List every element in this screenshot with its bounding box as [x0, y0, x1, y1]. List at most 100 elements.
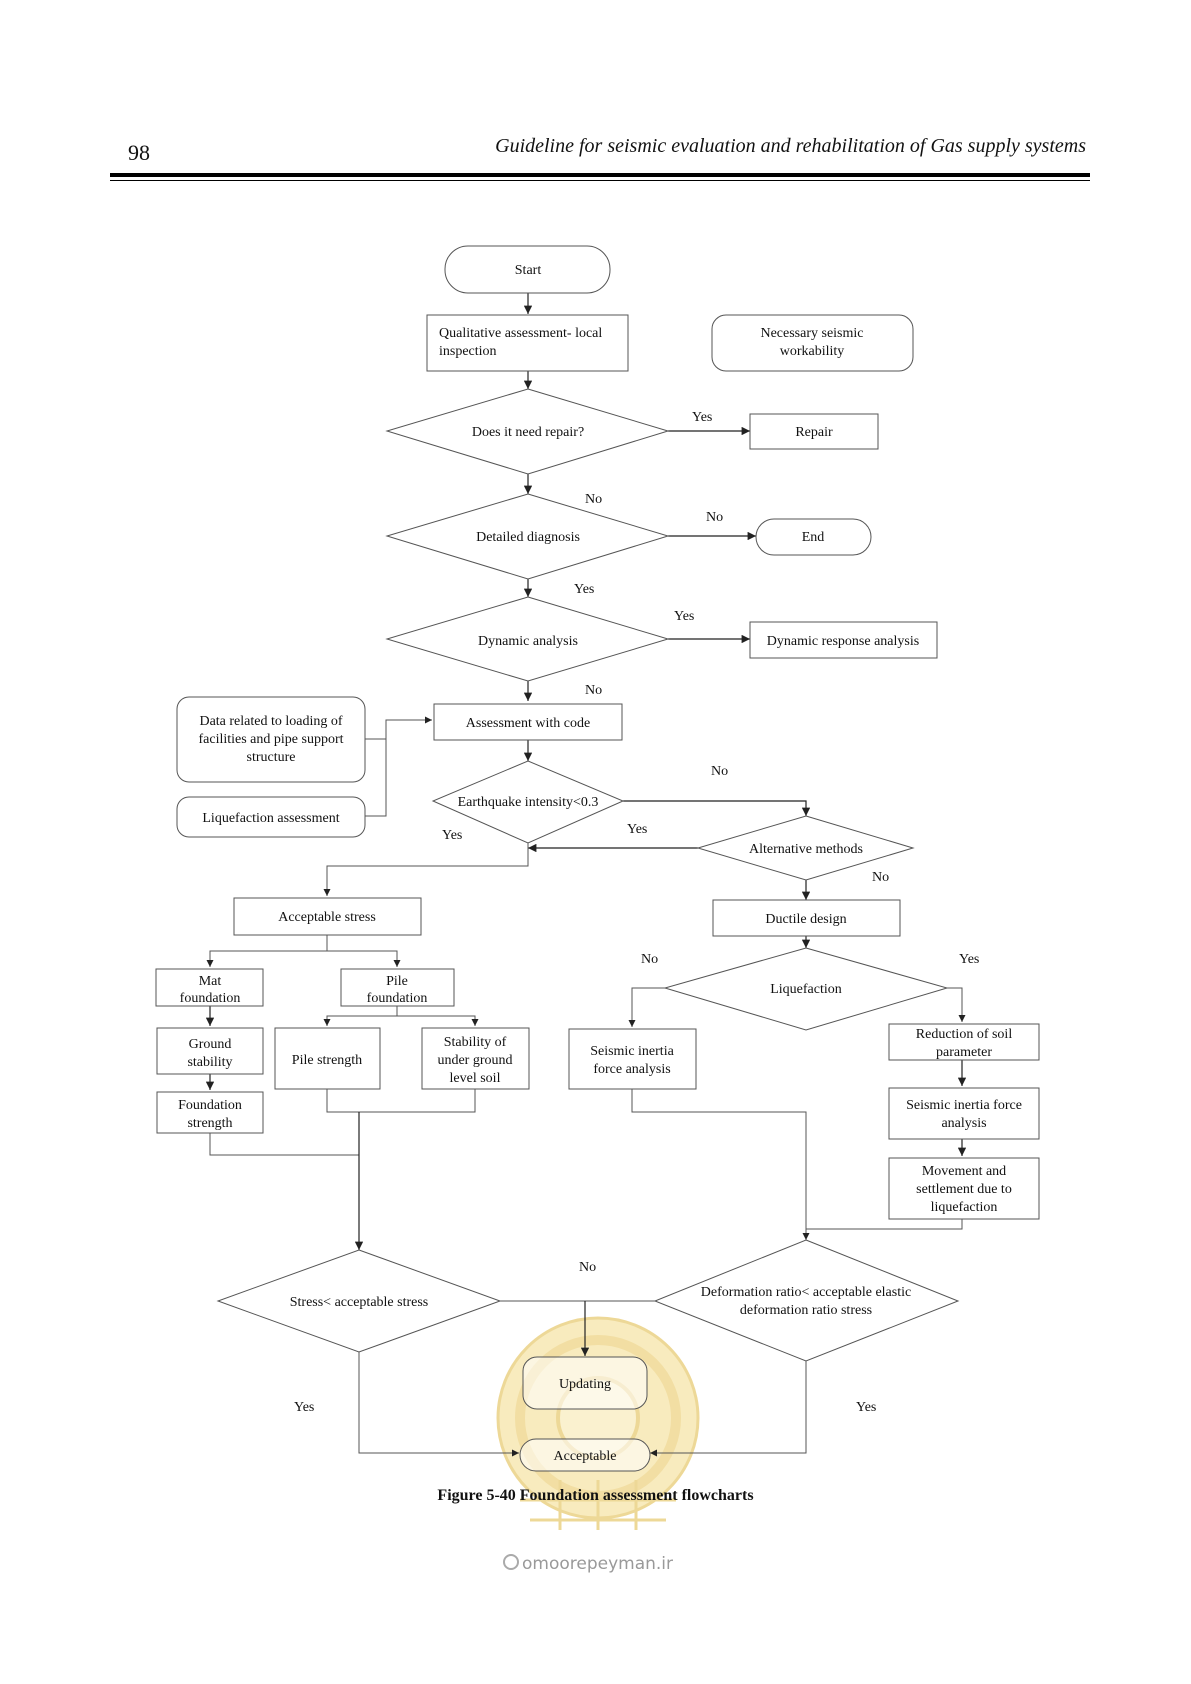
page-number: 98 — [128, 140, 150, 165]
svg-text:workability: workability — [780, 344, 845, 359]
svg-text:Repair: Repair — [795, 425, 833, 440]
no-label: No — [872, 870, 889, 885]
no-label: No — [585, 492, 602, 507]
header-rule-thin — [110, 180, 1090, 181]
pile-strength-box: Pile strength — [274, 1027, 381, 1090]
svg-text:Stress< acceptable stress: Stress< acceptable stress — [290, 1295, 429, 1310]
yes-label: Yes — [674, 609, 694, 624]
svg-text:Seismic inertia force: Seismic inertia force — [906, 1098, 1022, 1113]
connectors — [205, 292, 967, 1457]
svg-text:Liquefaction assessment: Liquefaction assessment — [202, 811, 339, 826]
svg-text:Detailed diagnosis: Detailed diagnosis — [476, 530, 580, 545]
stress-check-decision: Stress< acceptable stress — [216, 1249, 502, 1353]
svg-text:deformation ratio stress: deformation ratio stress — [740, 1303, 872, 1318]
deformation-ratio-decision: Deformation ratio< acceptable elastic de… — [653, 1239, 960, 1362]
pile-foundation-box: Pile foundation — [340, 968, 455, 1007]
svg-text:facilities and pipe support: facilities and pipe support — [198, 732, 343, 747]
svg-text:Alternative methods: Alternative methods — [749, 842, 863, 857]
svg-text:Does it need repair?: Does it need repair? — [472, 425, 584, 440]
svg-text:Stability of: Stability of — [444, 1035, 507, 1050]
svg-text:strength: strength — [187, 1116, 232, 1131]
svg-text:under ground: under ground — [437, 1053, 512, 1068]
ground-stability-box: Ground stability — [156, 1027, 264, 1075]
yes-label: Yes — [692, 410, 712, 425]
reduction-soil-parameter-box: Reduction of soil parameter — [888, 1023, 1040, 1061]
svg-text:Movement and: Movement and — [922, 1164, 1006, 1179]
detailed-diagnosis-decision: Detailed diagnosis — [385, 493, 670, 580]
svg-text:End: End — [802, 530, 825, 545]
seismic-inertia-left-box: Seismic inertia force analysis — [568, 1028, 697, 1090]
svg-text:Dynamic analysis: Dynamic analysis — [478, 634, 578, 649]
mat-foundation-box: Mat foundation — [155, 968, 264, 1007]
foundation-strength-box: Foundation strength — [156, 1091, 264, 1134]
seismic-inertia-right-box: Seismic inertia force analysis — [888, 1087, 1040, 1140]
branch-labels: Yes No No Yes Yes No No Yes Yes No No Ye… — [294, 410, 979, 1415]
svg-text:Reduction of soil: Reduction of soil — [916, 1027, 1013, 1042]
yes-label: Yes — [627, 822, 647, 837]
start-node: Start — [444, 245, 611, 294]
movement-settlement-box: Movement and settlement due to liquefact… — [888, 1157, 1040, 1220]
watermark-domain: omoorepeyman.ir — [503, 1554, 673, 1574]
svg-text:Foundation: Foundation — [178, 1098, 242, 1113]
repair-box: Repair — [749, 413, 879, 450]
svg-text:Pile strength: Pile strength — [292, 1053, 362, 1068]
liquefaction-decision: Liquefaction — [663, 947, 949, 1031]
assessment-with-code-box: Assessment with code — [433, 703, 623, 741]
svg-text:Deformation ratio< acceptable: Deformation ratio< acceptable elastic — [701, 1285, 911, 1300]
end-node: End — [755, 518, 872, 556]
running-header-title: Guideline for seismic evaluation and reh… — [495, 135, 1086, 157]
svg-text:Seismic inertia: Seismic inertia — [590, 1044, 674, 1059]
svg-text:Mat: Mat — [199, 974, 222, 989]
svg-text:Updating: Updating — [559, 1377, 611, 1392]
svg-text:liquefaction: liquefaction — [931, 1200, 998, 1215]
svg-text:Ductile design: Ductile design — [765, 912, 846, 927]
svg-text:structure: structure — [247, 750, 296, 765]
data-loading-box: Data related to loading of facilities an… — [176, 696, 366, 783]
yes-label: Yes — [574, 582, 594, 597]
watermark-site-text: omoorepeyman.ir — [522, 1554, 673, 1574]
no-label: No — [641, 952, 658, 967]
svg-text:Earthquake intensity<0.3: Earthquake intensity<0.3 — [458, 795, 599, 810]
svg-text:inspection: inspection — [439, 344, 497, 359]
qualitative-assessment-box: Qualitative assessment- local inspection — [426, 314, 629, 372]
svg-text:Dynamic response analysis: Dynamic response analysis — [767, 634, 919, 649]
svg-text:Acceptable: Acceptable — [554, 1449, 617, 1464]
yes-label: Yes — [442, 828, 462, 843]
svg-text:settlement due to: settlement due to — [916, 1182, 1012, 1197]
figure-caption: Figure 5-40 Foundation assessment flowch… — [437, 1487, 754, 1504]
no-label: No — [706, 510, 723, 525]
alternative-methods-decision: Alternative methods — [696, 815, 915, 881]
stability-under-ground-box: Stability of under ground level soil — [421, 1027, 530, 1090]
ductile-design-box: Ductile design — [712, 899, 901, 937]
yes-label: Yes — [959, 952, 979, 967]
svg-text:Data related to loading of: Data related to loading of — [199, 714, 342, 729]
header-rule — [110, 173, 1090, 177]
svg-text:Start: Start — [515, 263, 542, 278]
dynamic-analysis-decision: Dynamic analysis — [385, 596, 670, 682]
dynamic-response-analysis-box: Dynamic response analysis — [749, 621, 938, 659]
earthquake-intensity-decision: Earthquake intensity<0.3 — [431, 760, 625, 844]
svg-text:level soil: level soil — [450, 1071, 501, 1086]
svg-text:Assessment with code: Assessment with code — [466, 716, 590, 731]
svg-text:foundation: foundation — [180, 991, 241, 1006]
acceptable-stress-box: Acceptable stress — [233, 897, 422, 936]
no-label: No — [579, 1260, 596, 1275]
svg-text:Ground: Ground — [189, 1037, 232, 1052]
svg-text:foundation: foundation — [367, 991, 428, 1006]
svg-text:Pile: Pile — [386, 974, 408, 989]
svg-text:stability: stability — [187, 1055, 232, 1070]
yes-label: Yes — [856, 1400, 876, 1415]
svg-text:parameter: parameter — [936, 1045, 992, 1060]
svg-text:Liquefaction: Liquefaction — [770, 982, 842, 997]
svg-text:analysis: analysis — [941, 1116, 986, 1131]
svg-text:Necessary seismic: Necessary seismic — [760, 326, 863, 341]
svg-text:force analysis: force analysis — [593, 1062, 670, 1077]
svg-text:Qualitative assessment- local: Qualitative assessment- local — [439, 326, 602, 341]
svg-text:Acceptable stress: Acceptable stress — [278, 910, 376, 925]
no-label: No — [585, 683, 602, 698]
needs-repair-decision: Does it need repair? — [385, 388, 670, 475]
acceptable-node: Acceptable — [519, 1438, 651, 1472]
yes-label: Yes — [294, 1400, 314, 1415]
updating-box: Updating — [522, 1356, 648, 1410]
